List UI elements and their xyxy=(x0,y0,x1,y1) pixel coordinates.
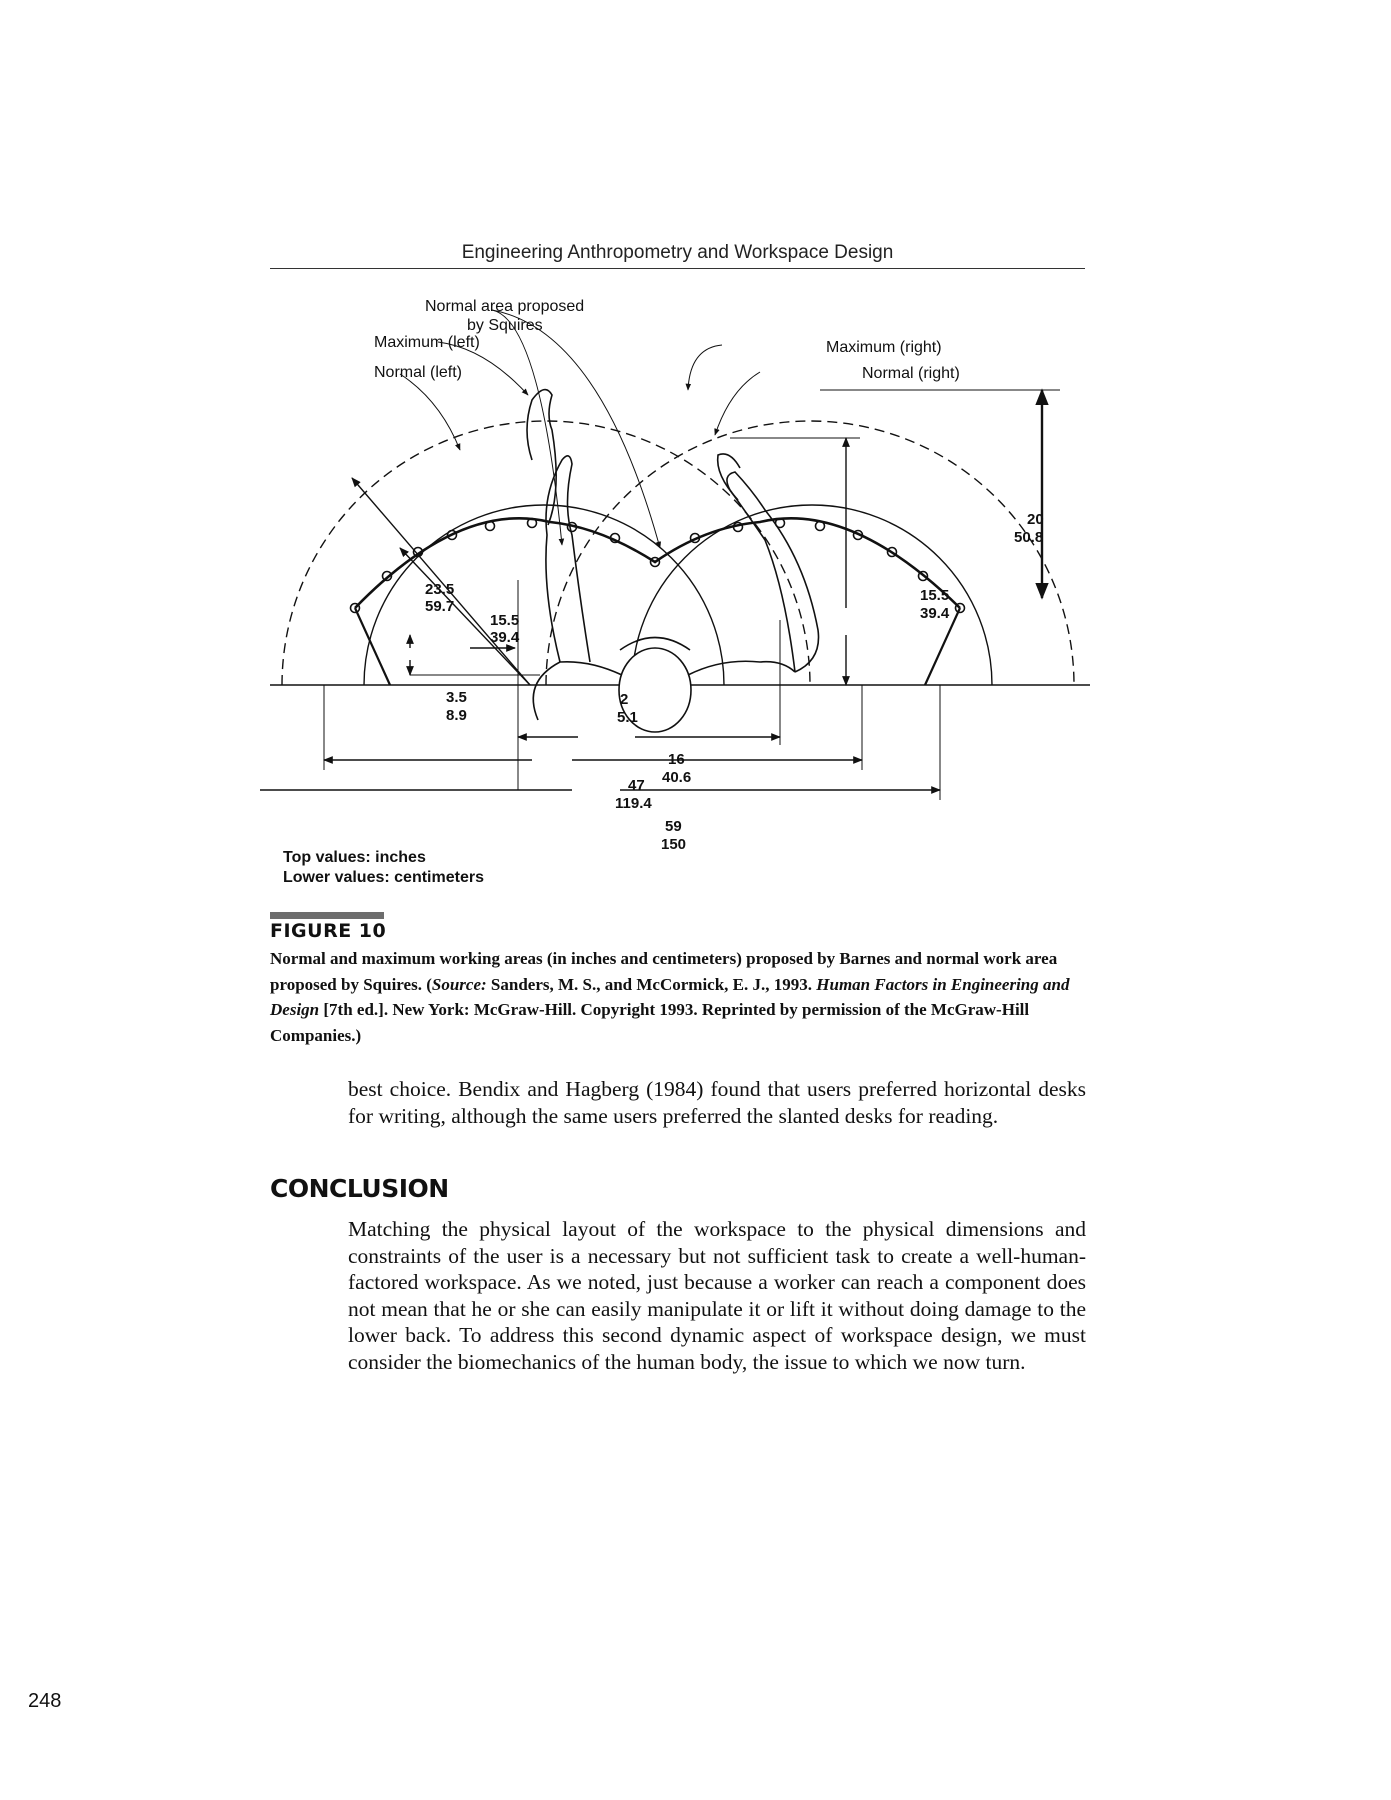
units-key-bottom: Lower values: centimeters xyxy=(283,869,484,886)
normal-right-arc xyxy=(631,504,993,686)
dim-15-5-right-in: 15.5 xyxy=(920,587,949,604)
workspace-reach-figure: Normal area proposed by Squires Maximum … xyxy=(260,298,1090,886)
dim-2-cm: 5.1 xyxy=(617,709,638,726)
body-paragraph-2: Matching the physical layout of the work… xyxy=(348,1217,1086,1374)
caption-source-label: Source: xyxy=(431,974,487,994)
dim-23-5-cm: 59.7 xyxy=(425,598,454,615)
normal-right-label: Normal (right) xyxy=(862,365,960,382)
dim-47-in: 47 xyxy=(628,777,645,794)
squires-label-line1: Normal area proposed xyxy=(425,298,584,315)
dim-3-5-cm: 8.9 xyxy=(446,707,467,724)
body-paragraph-1: best choice. Bendix and Hagberg (1984) f… xyxy=(348,1077,1086,1128)
figure-caption: Normal and maximum working areas (in inc… xyxy=(270,946,1090,1048)
dim-3-5-in: 3.5 xyxy=(446,689,467,706)
dim-20-in: 20 xyxy=(1027,511,1044,528)
operator-figure xyxy=(526,388,820,733)
dim-59-in: 59 xyxy=(665,818,682,835)
squires-label-line2: by Squires xyxy=(467,317,543,334)
caption-book-title: Human Factors in Engineering and Design xyxy=(270,974,1070,1020)
page-number: 248 xyxy=(28,1690,62,1712)
dim-16-cm: 40.6 xyxy=(662,769,691,786)
squires-area-curve xyxy=(354,517,961,609)
units-key-top: Top values: inches xyxy=(283,849,426,866)
dim-2-in: 2 xyxy=(620,691,628,708)
figure-label-bar xyxy=(270,912,384,919)
section-heading: CONCLUSION xyxy=(270,1174,449,1203)
maximum-right-label: Maximum (right) xyxy=(826,339,942,356)
dim-16-in: 16 xyxy=(668,751,685,768)
dim-47-cm: 119.4 xyxy=(615,795,652,812)
normal-left-arc xyxy=(363,504,725,686)
maximum-left-label: Maximum (left) xyxy=(374,334,480,351)
normal-left-label: Normal (left) xyxy=(374,364,462,381)
dim-59-cm: 150 xyxy=(661,836,686,853)
dim-15-5-right-cm: 39.4 xyxy=(920,605,950,622)
dim-15-5-left-cm: 39.4 xyxy=(490,629,520,646)
dim-15-5-left-in: 15.5 xyxy=(490,612,519,629)
dim-23-5-in: 23.5 xyxy=(425,581,454,598)
caption-text-3: [7th ed.]. New York: McGraw-Hill. Copyri… xyxy=(270,1000,1030,1045)
caption-text-2: Sanders, M. S., and McCormick, E. J., 19… xyxy=(486,974,817,994)
figure-label: FIGURE 10 xyxy=(270,920,387,942)
running-head: Engineering Anthropometry and Workspace … xyxy=(270,238,1085,269)
maximum-right-arc xyxy=(545,420,1075,686)
dim-20-cm: 50.8 xyxy=(1014,529,1043,546)
maximum-left-arc xyxy=(281,420,811,686)
caption-text-1: Normal and maximum working areas (in inc… xyxy=(270,949,1058,994)
